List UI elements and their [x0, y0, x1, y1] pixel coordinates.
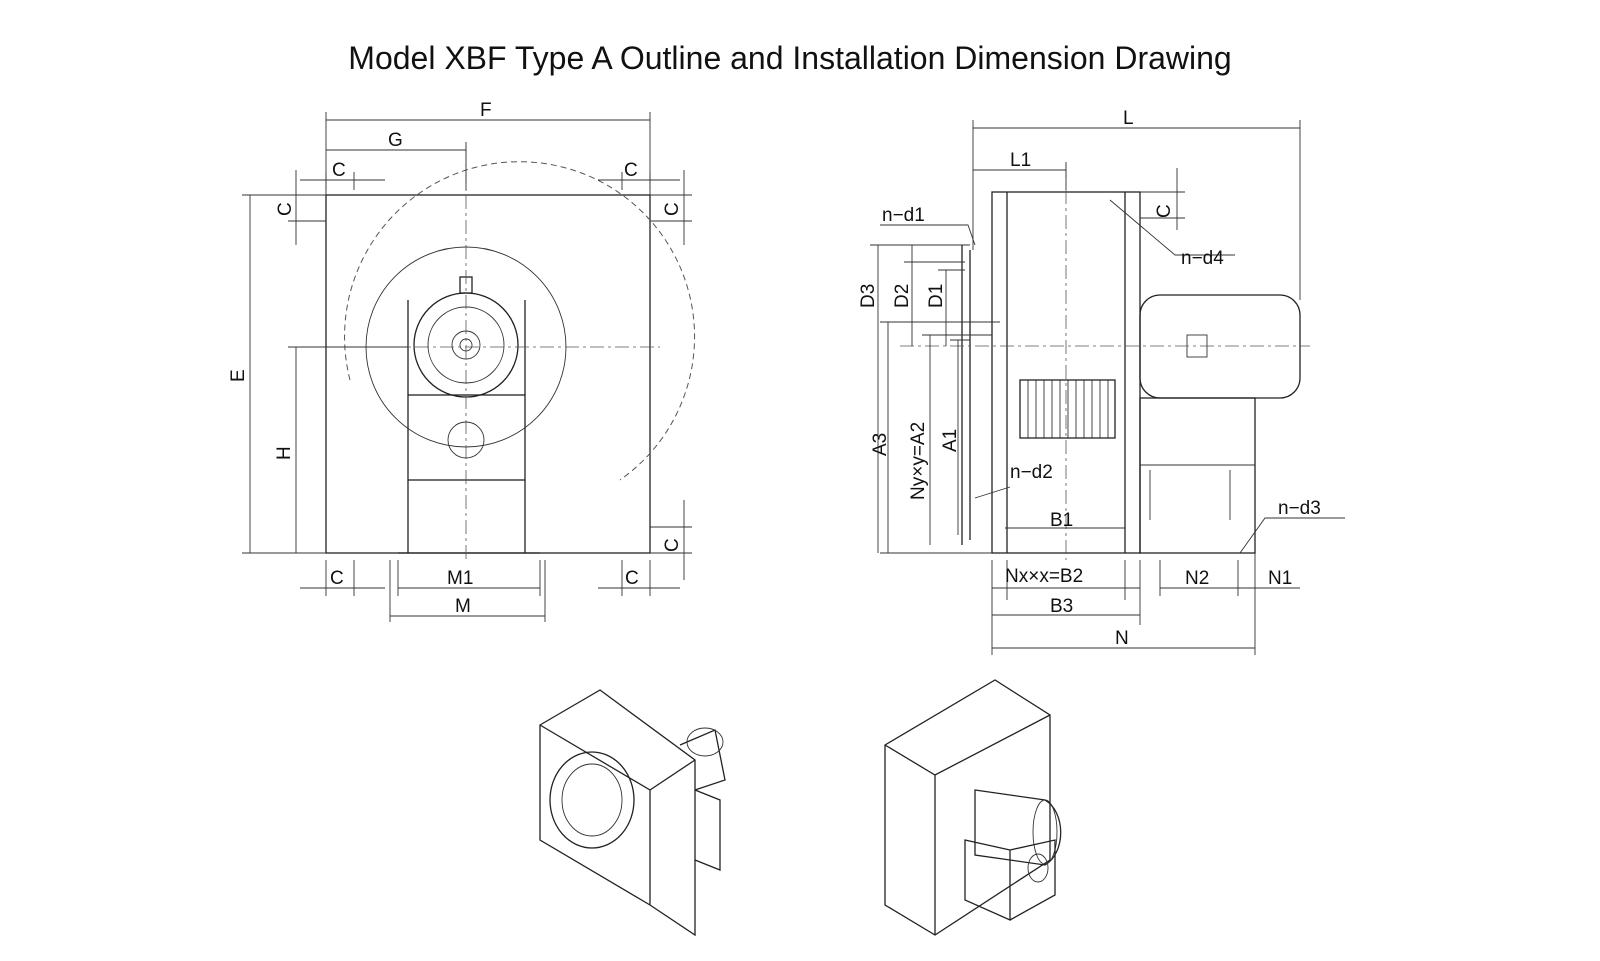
motor: [1139, 294, 1301, 399]
motor-pedestal: [407, 394, 526, 481]
dim-H: H: [274, 446, 295, 460]
dim-C-top-right: C: [624, 160, 638, 181]
fan-housing-outline: [325, 194, 651, 554]
dim-A2: Ny×y=A2: [908, 422, 929, 500]
dim-N2: N2: [1185, 568, 1209, 589]
dim-D3: D3: [858, 284, 879, 308]
label-n-d1: n−d1: [882, 205, 925, 226]
dim-D2: D2: [892, 284, 913, 308]
dim-C-right: C: [662, 202, 683, 216]
dim-G: G: [388, 130, 403, 151]
dim-F: F: [480, 100, 492, 121]
dim-M1: M1: [447, 568, 473, 589]
dim-B3: B3: [1050, 596, 1073, 617]
impeller: [1019, 379, 1116, 439]
dim-C-bottom-right2: C: [625, 568, 639, 589]
volute-outline: [344, 161, 695, 481]
dim-L1: L1: [1010, 150, 1031, 171]
motor-base: [1139, 397, 1256, 554]
dim-A3: A3: [870, 433, 891, 456]
dim-N: N: [1115, 628, 1129, 649]
drawing-title: Model XBF Type A Outline and Installatio…: [348, 40, 1232, 76]
isometric-view-motor: [884, 679, 1062, 936]
dim-C-bottom-right: C: [662, 538, 683, 552]
dim-L: L: [1123, 108, 1134, 129]
dim-C-bottom-left: C: [330, 568, 344, 589]
dim-M: M: [455, 596, 471, 617]
side-view: L L1 n−d1 n−d4 C D3 D2 D1 A3 Ny×y=A2 A1 …: [858, 108, 1345, 655]
label-n-d2: n−d2: [1010, 462, 1053, 483]
dim-C-top-left: C: [332, 160, 346, 181]
isometric-view-inlet: [539, 689, 726, 937]
dim-B2: Nx×x=B2: [1005, 566, 1083, 587]
front-view: F G C C C C C E H C C M1 M: [228, 100, 695, 622]
dim-E: E: [228, 369, 249, 382]
dim-D1: D1: [926, 284, 947, 308]
dim-A1: A1: [940, 429, 961, 452]
label-n-d3: n−d3: [1278, 498, 1321, 519]
dim-C-left: C: [275, 202, 296, 216]
dim-N1: N1: [1268, 568, 1292, 589]
dim-B1: B1: [1050, 510, 1073, 531]
dim-C-side: C: [1154, 204, 1175, 218]
label-n-d4: n−d4: [1181, 248, 1224, 269]
